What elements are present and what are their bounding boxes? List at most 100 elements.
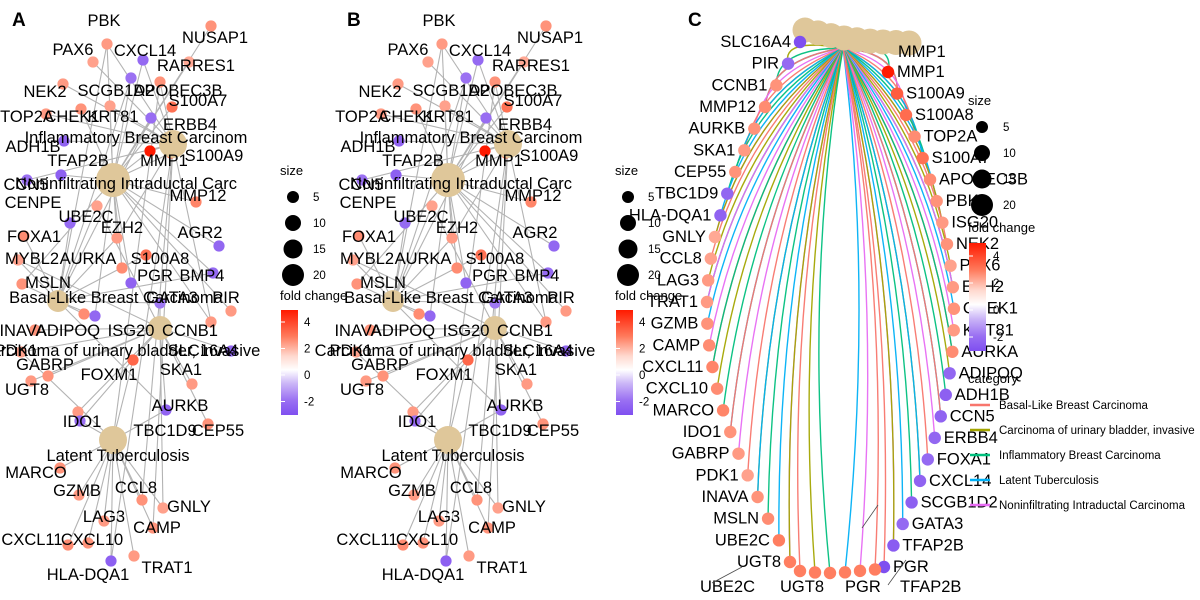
- gene-node[interactable]: [761, 512, 775, 525]
- gene-node[interactable]: [793, 564, 807, 578]
- gene-node[interactable]: [548, 240, 560, 252]
- gene-node[interactable]: [542, 267, 554, 279]
- gene-node[interactable]: [521, 378, 533, 390]
- gene-node[interactable]: [350, 346, 362, 358]
- gene-node[interactable]: [18, 230, 30, 242]
- disease-hub-node[interactable]: [382, 290, 404, 312]
- gene-node[interactable]: [943, 367, 956, 380]
- gene-node[interactable]: [144, 145, 156, 157]
- gene-node[interactable]: [408, 489, 420, 501]
- gene-node[interactable]: [105, 555, 117, 567]
- gene-node[interactable]: [460, 72, 472, 84]
- gene-node[interactable]: [928, 431, 941, 445]
- gene-node[interactable]: [823, 566, 837, 580]
- gene-node[interactable]: [73, 489, 85, 501]
- gene-node[interactable]: [701, 274, 715, 287]
- disease-hub-node[interactable]: [99, 426, 127, 454]
- gene-node[interactable]: [213, 240, 225, 252]
- gene-node[interactable]: [729, 165, 742, 179]
- gene-node[interactable]: [91, 200, 103, 212]
- gene-node[interactable]: [58, 135, 70, 147]
- gene-node[interactable]: [399, 217, 411, 229]
- gene-node[interactable]: [537, 418, 549, 430]
- gene-node[interactable]: [838, 566, 852, 579]
- gene-node[interactable]: [40, 108, 52, 120]
- gene-node[interactable]: [57, 78, 69, 90]
- gene-node[interactable]: [202, 418, 214, 430]
- gene-node[interactable]: [389, 462, 401, 474]
- gene-node[interactable]: [125, 277, 137, 289]
- gene-node[interactable]: [489, 76, 501, 88]
- gene-node[interactable]: [89, 310, 101, 322]
- gene-node[interactable]: [738, 144, 751, 157]
- gene-node[interactable]: [393, 135, 405, 147]
- gene-node[interactable]: [407, 406, 419, 418]
- gene-node[interactable]: [518, 56, 530, 68]
- gene-node[interactable]: [748, 122, 761, 135]
- gene-node[interactable]: [128, 550, 140, 562]
- gene-node[interactable]: [489, 297, 501, 309]
- gene-node[interactable]: [98, 515, 110, 527]
- gene-node[interactable]: [439, 100, 451, 112]
- gene-node[interactable]: [770, 79, 783, 92]
- gene-node[interactable]: [375, 108, 387, 120]
- gene-node[interactable]: [896, 517, 909, 531]
- gene-node[interactable]: [87, 56, 99, 68]
- gene-node[interactable]: [409, 415, 421, 427]
- gene-node[interactable]: [923, 173, 937, 186]
- gene-node[interactable]: [479, 145, 491, 157]
- gene-node[interactable]: [207, 267, 219, 279]
- gene-node[interactable]: [947, 302, 961, 315]
- gene-node[interactable]: [64, 217, 76, 229]
- gene-node[interactable]: [390, 169, 402, 181]
- gene-node[interactable]: [392, 78, 404, 90]
- gene-node[interactable]: [921, 453, 934, 466]
- gene-node[interactable]: [905, 496, 918, 509]
- gene-node[interactable]: [74, 415, 86, 427]
- gene-node[interactable]: [186, 378, 198, 390]
- gene-node[interactable]: [75, 103, 87, 115]
- gene-node[interactable]: [940, 237, 954, 251]
- gene-node[interactable]: [424, 310, 436, 322]
- gene-node[interactable]: [190, 196, 202, 208]
- gene-node[interactable]: [147, 522, 159, 534]
- gene-node[interactable]: [154, 76, 166, 88]
- gene-node[interactable]: [140, 249, 152, 261]
- disease-hub-node[interactable]: [96, 163, 130, 197]
- gene-node[interactable]: [104, 100, 116, 112]
- gene-node[interactable]: [482, 522, 494, 534]
- gene-node[interactable]: [353, 230, 365, 242]
- gene-node[interactable]: [426, 200, 438, 212]
- gene-node[interactable]: [560, 345, 572, 357]
- gene-node[interactable]: [853, 564, 867, 578]
- gene-node[interactable]: [15, 346, 27, 358]
- disease-hub-node[interactable]: [431, 163, 465, 197]
- gene-node[interactable]: [560, 305, 572, 317]
- disease-hub-node[interactable]: [47, 290, 69, 312]
- gene-node[interactable]: [360, 375, 372, 387]
- gene-node[interactable]: [157, 502, 169, 514]
- gene-node[interactable]: [29, 324, 41, 336]
- gene-node[interactable]: [946, 345, 959, 358]
- gene-node[interactable]: [433, 515, 445, 527]
- gene-node[interactable]: [881, 65, 895, 79]
- gene-node[interactable]: [475, 249, 487, 261]
- gene-node[interactable]: [724, 425, 737, 439]
- gene-node[interactable]: [364, 324, 376, 336]
- gene-node[interactable]: [916, 151, 929, 165]
- gene-node[interactable]: [716, 404, 730, 417]
- gene-node[interactable]: [413, 308, 425, 320]
- gene-node[interactable]: [12, 254, 24, 266]
- gene-node[interactable]: [154, 297, 166, 309]
- gene-node[interactable]: [136, 494, 148, 506]
- gene-node[interactable]: [21, 174, 33, 186]
- gene-node[interactable]: [793, 35, 807, 49]
- gene-node[interactable]: [78, 308, 90, 320]
- gene-node[interactable]: [939, 388, 952, 402]
- gene-node[interactable]: [72, 406, 84, 418]
- gene-node[interactable]: [947, 324, 960, 337]
- gene-node[interactable]: [225, 345, 237, 357]
- disease-hub-node[interactable]: [434, 426, 462, 454]
- gene-node[interactable]: [127, 354, 139, 366]
- gene-node[interactable]: [732, 447, 745, 460]
